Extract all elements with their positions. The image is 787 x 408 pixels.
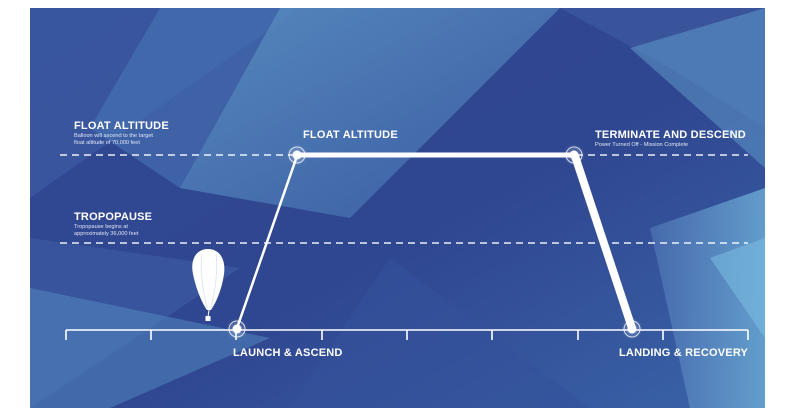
target-node-icon <box>226 318 248 340</box>
float-altitude-center-label: FLOAT ALTITUDE <box>303 129 398 141</box>
target-node-icon <box>621 318 643 340</box>
tropopause-title: TROPOPAUSE <box>74 211 152 223</box>
float-altitude-left-desc-line2: float altitude of 70,000 feet <box>74 140 140 146</box>
float-altitude-left-desc-line1: Balloon will ascend to the target <box>74 133 153 139</box>
tropopause-desc-line1: Tropopause begins at <box>74 224 128 230</box>
terminate-descend-title: TERMINATE AND DESCEND <box>595 129 746 141</box>
launch-ascend-label: LAUNCH & ASCEND <box>233 347 343 359</box>
terminate-descend-subtitle: Power Turned Off - Mission Complete <box>595 142 688 148</box>
float-altitude-left-title: FLOAT ALTITUDE <box>74 120 169 132</box>
tropopause-desc-line2: approximately 36,000 feet <box>74 231 139 237</box>
landing-recovery-label: LANDING & RECOVERY <box>619 347 749 359</box>
flight-profile-svg: FLOAT ALTITUDE Balloon will ascend to th… <box>30 8 765 408</box>
target-node-icon <box>286 144 308 166</box>
flight-profile-diagram: FLOAT ALTITUDE Balloon will ascend to th… <box>30 8 765 408</box>
target-node-icon <box>563 144 585 166</box>
